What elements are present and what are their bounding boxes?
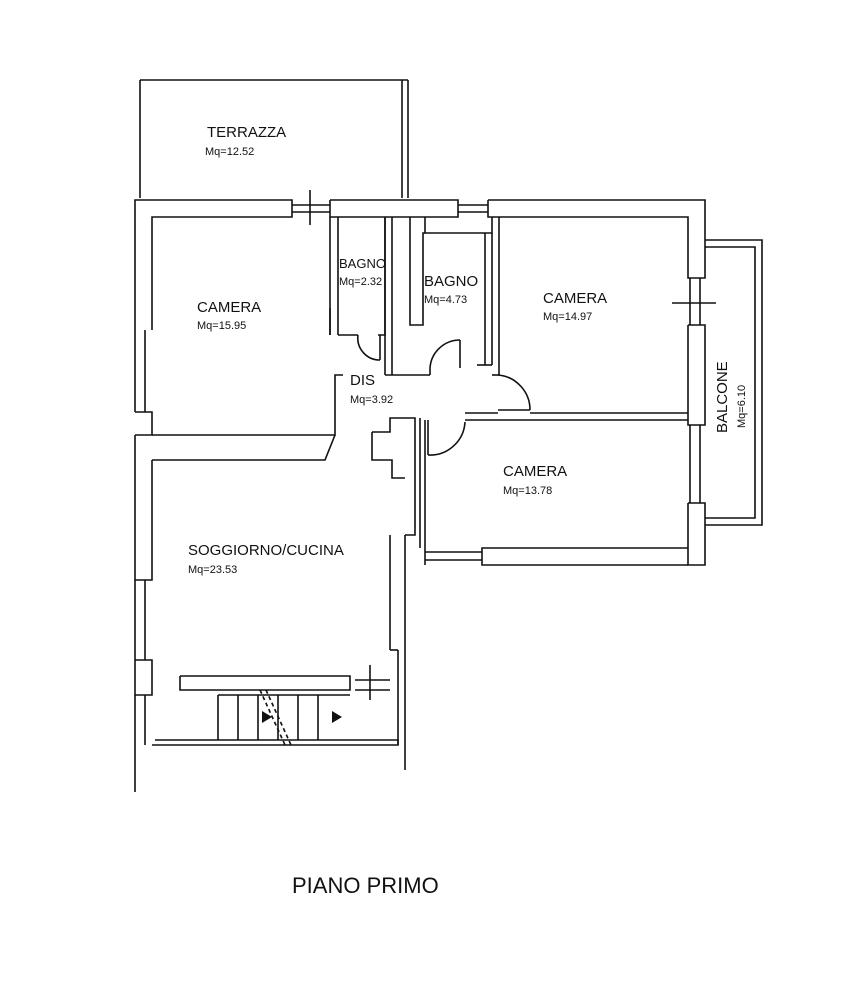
- plan-title: PIANO PRIMO: [292, 873, 439, 898]
- room-area-bagno-2: Mq=4.73: [424, 294, 467, 306]
- room-name-bagno-2: BAGNO: [424, 273, 478, 290]
- room-name-soggiorno: SOGGIORNO/CUCINA: [188, 542, 344, 559]
- exterior-walls: [134, 190, 716, 792]
- room-area-camera-3: Mq=13.78: [503, 485, 552, 497]
- room-area-dis: Mq=3.92: [350, 394, 393, 406]
- room-name-camera-2: CAMERA: [543, 290, 607, 307]
- room-area-soggiorno: Mq=23.53: [188, 564, 237, 576]
- terrazza-outline: [139, 79, 409, 198]
- stair-arrows: [262, 711, 342, 723]
- room-name-balcone: BALCONE: [714, 361, 731, 433]
- balcone-outline: [705, 239, 763, 526]
- room-name-dis: DIS: [350, 372, 375, 389]
- room-name-bagno-1: BAGNO: [339, 256, 386, 271]
- room-area-bagno-1: Mq=2.32: [339, 276, 382, 288]
- room-area-balcone: Mq=6.10: [736, 385, 748, 428]
- door-swings: [357, 334, 531, 456]
- room-area-terrazza: Mq=12.52: [205, 146, 254, 158]
- room-name-terrazza: TERRAZZA: [207, 124, 286, 141]
- room-area-camera-2: Mq=14.97: [543, 311, 592, 323]
- room-area-camera-1: Mq=15.95: [197, 320, 246, 332]
- stairs: [179, 665, 390, 746]
- room-name-camera-3: CAMERA: [503, 463, 567, 480]
- interior-walls: [152, 217, 688, 651]
- room-name-camera-1: CAMERA: [197, 299, 261, 316]
